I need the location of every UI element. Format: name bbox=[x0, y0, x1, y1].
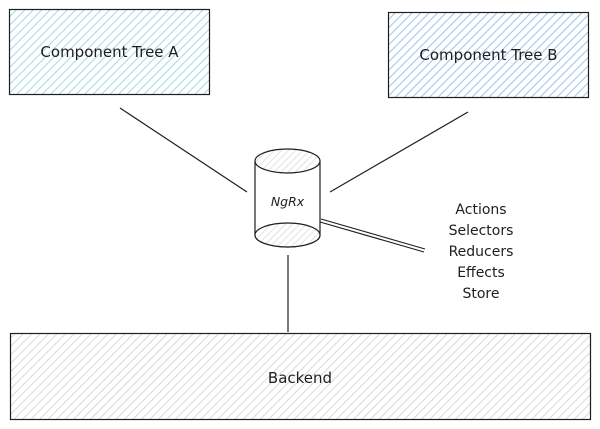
list-item: Store bbox=[462, 286, 499, 302]
component-tree-b-box: Component Tree B bbox=[387, 11, 590, 99]
connector-tree-a-to-ngrx bbox=[119, 107, 248, 193]
connector-ngrx-to-parts bbox=[319, 218, 426, 253]
list-item: Actions bbox=[455, 202, 506, 218]
ngrx-store-cylinder: NgRx bbox=[254, 148, 321, 248]
connector-tree-b-to-ngrx bbox=[329, 111, 469, 193]
backend-box: Backend bbox=[9, 332, 592, 421]
list-item: Reducers bbox=[449, 244, 514, 260]
backend-label: Backend bbox=[268, 369, 332, 387]
list-item: Effects bbox=[457, 265, 505, 281]
component-tree-a-box: Component Tree A bbox=[8, 8, 211, 96]
component-tree-a-label: Component Tree A bbox=[40, 43, 179, 61]
component-tree-b-label: Component Tree B bbox=[419, 46, 557, 64]
ngrx-parts-list: Actions Selectors Reducers Effects Store bbox=[449, 202, 514, 302]
ngrx-label: NgRx bbox=[271, 194, 305, 209]
list-item: Selectors bbox=[449, 223, 514, 239]
